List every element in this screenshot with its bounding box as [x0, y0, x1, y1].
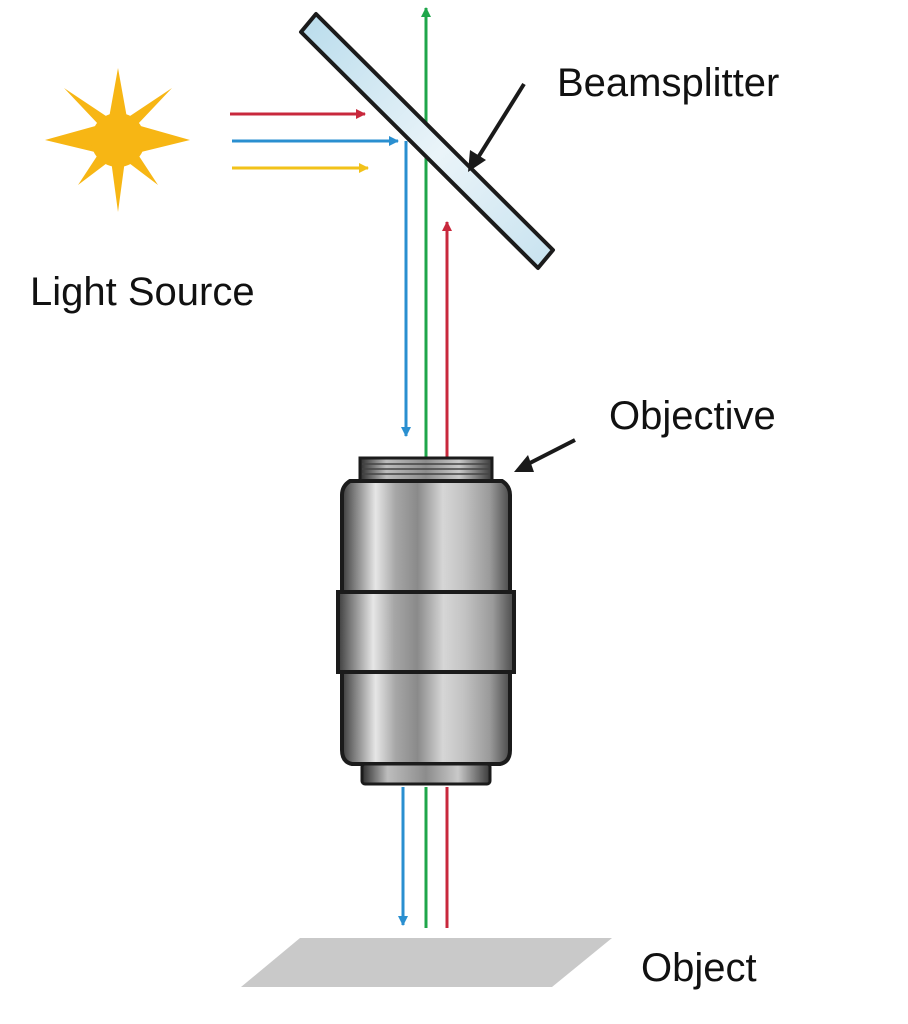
light-source-label: Light Source: [30, 270, 255, 314]
object-plate: [241, 938, 612, 987]
beamsplitter-label: Beamsplitter: [557, 61, 780, 105]
objective-label: Objective: [609, 394, 776, 438]
beamsplitter-plate: [299, 12, 555, 270]
objective-lens: [336, 456, 516, 786]
objective-pointer-arrow: [525, 438, 576, 467]
sun-icon: [45, 68, 190, 212]
objective-pointer-head: [514, 455, 534, 472]
object-label: Object: [641, 946, 757, 990]
beamsplitter-pointer-head: [468, 150, 486, 172]
beamsplitter-pointer-arrow: [472, 82, 526, 166]
